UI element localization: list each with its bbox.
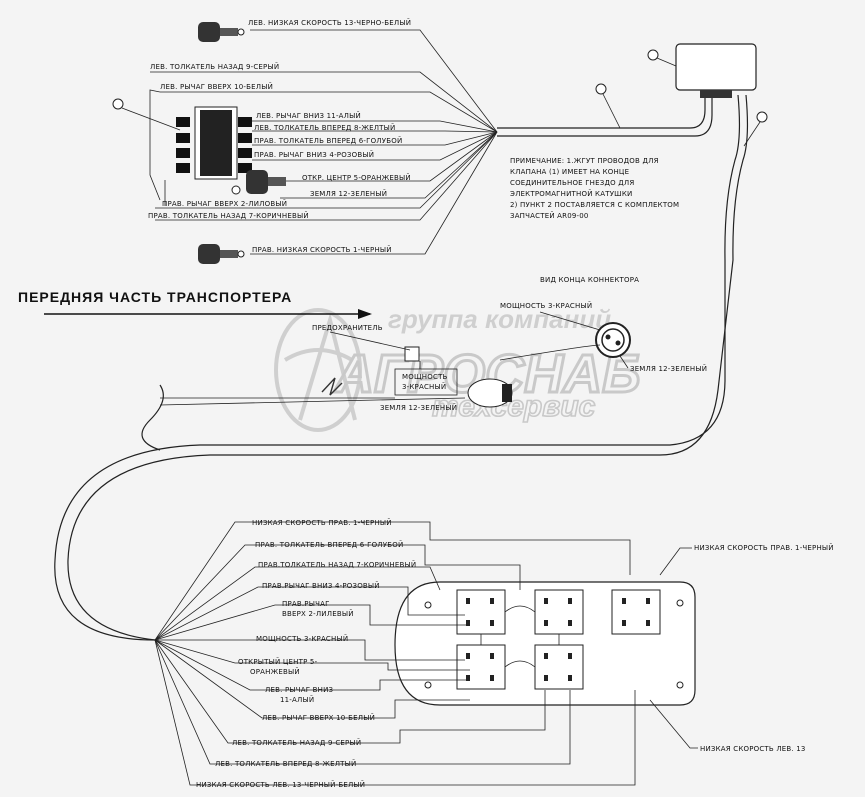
watermark: группа компаний АГРОСНАБ техсервис <box>274 304 642 432</box>
ground-mid-label: ЗЕМЛЯ 12-ЗЕЛЕНЫЙ <box>380 403 457 412</box>
label-open-center-1: ОТКРЫТЫЙ ЦЕНТР 5- <box>238 657 318 666</box>
label-open-center: ОТКР. ЦЕНТР 5-ОРАНЖЕВЫЙ <box>302 173 411 182</box>
label-right-pusher-fwd: ПРАВ. ТОЛКАТЕЛЬ ВПЕРЕД 6-ГОЛУБОЙ <box>254 136 402 145</box>
label-low-speed-left-r: НИЗКАЯ СКОРОСТЬ ЛЕВ. 13 <box>700 745 806 753</box>
label-left-low-speed: ЛЕВ. НИЗКАЯ СКОРОСТЬ 13-ЧЕРНО-БЕЛЫЙ <box>248 18 411 27</box>
label-right-low-speed: ПРАВ. НИЗКАЯ СКОРОСТЬ 1-ЧЕРНЫЙ <box>252 245 392 254</box>
label-left-lever-up: ЛЕВ. РЫЧАГ ВВЕРХ 10-БЕЛЫЙ <box>160 82 273 91</box>
switch-5 <box>611 589 661 635</box>
page-title: ПЕРЕДНЯЯ ЧАСТЬ ТРАНСПОРТЕРА <box>18 289 292 305</box>
label-open-center-2: ОРАНЖЕВЫЙ <box>250 667 300 676</box>
label-right-pusher-back: ПРАВ. ТОЛКАТЕЛЬ НАЗАД 7-КОРИЧНЕВЫЙ <box>148 211 309 220</box>
note-block: ПРИМЕЧАНИЕ: 1.ЖГУТ ПРОВОДОВ ДЛЯ КЛАПАНА … <box>510 157 679 220</box>
label-left-pusher-fwd: ЛЕВ. ТОЛКАТЕЛЬ ВПЕРЕД 8-ЖЕЛТЫЙ <box>215 759 356 768</box>
power-mid-label-2: 3-КРАСНЫЙ <box>402 382 446 391</box>
label-right-pusher-fwd: ПРАВ. ТОЛКАТЕЛЬ ВПЕРЕД 6-ГОЛУБОЙ <box>255 540 403 549</box>
callout-bubble <box>756 111 768 123</box>
callout-bubble <box>595 83 607 95</box>
label-right-pusher-back: ПРАВ.ТОЛКАТЕЛЬ НАЗАД 7-КОРИЧНЕВЫЙ <box>258 560 416 569</box>
label-low-speed-right: НИЗКАЯ СКОРОСТЬ ПРАВ. 1-ЧЕРНЫЙ <box>252 518 392 527</box>
switch-panel <box>394 581 696 706</box>
switch-2 <box>534 589 584 635</box>
note-line4: ЭЛЕКТРОМАГНИТНОЙ КАТУШКИ <box>510 189 632 198</box>
label-power: МОЩНОСТЬ 3-КРАСНЫЙ <box>256 634 348 643</box>
switch-1 <box>456 589 506 635</box>
label-left-lever-up: ЛЕВ. РЫЧАГ ВВЕРХ 10-БЕЛЫЙ <box>262 713 375 722</box>
label-left-lever-down-2: 11-АЛЫЙ <box>280 695 314 704</box>
connector-power-label: МОЩНОСТЬ 3-КРАСНЫЙ <box>500 301 592 310</box>
label-right-lever-down: ПРАВ.РЫЧАГ ВНИЗ 4-РОЗОВЫЙ <box>262 581 380 590</box>
top-wire-fan <box>149 29 498 255</box>
label-left-lever-down: ЛЕВ. РЫЧАГ ВНИЗ 11-АЛЫЙ <box>256 111 361 120</box>
label-left-pusher-back: ЛЕВ. ТОЛКАТЕЛЬ НАЗАД 9-СЕРЫЙ <box>150 62 279 71</box>
note-line1: ПРИМЕЧАНИЕ: 1.ЖГУТ ПРОВОДОВ ДЛЯ <box>510 157 659 165</box>
note-line5: 2) ПУНКТ 2 ПОСТАВЛЯЕТСЯ С КОМПЛЕКТОМ <box>510 201 679 209</box>
note-line2: КЛАПАНА (1) ИМЕЕТ НА КОНЦЕ <box>510 168 629 176</box>
connector-view-label: ВИД КОНЦА КОННЕКТОРА <box>540 276 639 284</box>
label-right-lever-up-2: ВВЕРХ 2-ЛИЛЕВЫЙ <box>282 609 354 618</box>
bottom-labels: НИЗКАЯ СКОРОСТЬ ПРАВ. 1-ЧЕРНЫЙ ПРАВ. ТОЛ… <box>196 518 834 789</box>
note-line3: СОЕДИНИТЕЛЬНОЕ ГНЕЗДО ДЛЯ <box>510 179 634 187</box>
callout-bubble <box>647 49 659 61</box>
fuse <box>404 346 420 362</box>
switch-3 <box>456 644 506 690</box>
label-right-lever-up-1: ПРАВ.РЫЧАГ <box>282 600 330 608</box>
connector-ground-label: ЗЕМЛЯ 12-ЗЕЛЕНЫЙ <box>630 364 707 373</box>
label-right-lever-up: ПРАВ. РЫЧАГ ВВЕРХ 2-ЛИЛОВЫЙ <box>162 199 287 208</box>
power-mid-label-1: МОЩНОСТЬ <box>402 373 448 381</box>
watermark-line3: техсервис <box>432 390 596 423</box>
label-right-lever-down: ПРАВ. РЫЧАГ ВНИЗ 4-РОЗОВЫЙ <box>254 150 374 159</box>
control-box <box>675 43 757 91</box>
connector-area: ВИД КОНЦА КОННЕКТОРА МОЩНОСТЬ 3-КРАСНЫЙ … <box>159 276 707 412</box>
lightning-icon <box>321 377 343 396</box>
callout-bubble <box>112 98 124 110</box>
bottom-wire-fan <box>154 521 698 786</box>
label-left-pusher-back: ЛЕВ. ТОЛКАТЕЛЬ НАЗАД 9-СЕРЫЙ <box>232 738 361 747</box>
coil-top <box>198 22 245 42</box>
switch-4 <box>534 644 584 690</box>
label-left-pusher-fwd: ЛЕВ. ТОЛКАТЕЛЬ ВПЕРЕД 8-ЖЕЛТЫЙ <box>254 123 395 132</box>
label-low-speed-right-r: НИЗКАЯ СКОРОСТЬ ПРАВ. 1-ЧЕРНЫЙ <box>694 543 834 552</box>
fuse-label: ПРЕДОХРАНИТЕЛЬ <box>312 324 383 332</box>
coil-bottom <box>198 244 245 264</box>
label-low-speed-left-bw: НИЗКАЯ СКОРОСТЬ ЛЕВ. 13-ЧЕРНЫЙ-БЕЛЫЙ <box>196 780 365 789</box>
top-harness <box>497 43 768 147</box>
watermark-line1: группа компаний <box>388 304 611 334</box>
connector-end-view <box>595 322 631 358</box>
coil-middle <box>231 170 286 195</box>
label-left-lever-down-1: ЛЕВ. РЫЧАГ ВНИЗ <box>265 686 334 694</box>
note-line6: ЗАПЧАСТЕЙ AR09-00 <box>510 211 589 220</box>
valve-bank <box>112 98 252 180</box>
watermark-logo <box>274 308 362 432</box>
front-of-conveyor: ПЕРЕДНЯЯ ЧАСТЬ ТРАНСПОРТЕРА <box>18 289 372 319</box>
top-labels: ЛЕВ. НИЗКАЯ СКОРОСТЬ 13-ЧЕРНО-БЕЛЫЙ ЛЕВ.… <box>148 18 411 254</box>
label-ground: ЗЕМЛЯ 12-ЗЕЛЕНЫЙ <box>310 189 387 198</box>
main-loop-harness <box>54 94 749 641</box>
